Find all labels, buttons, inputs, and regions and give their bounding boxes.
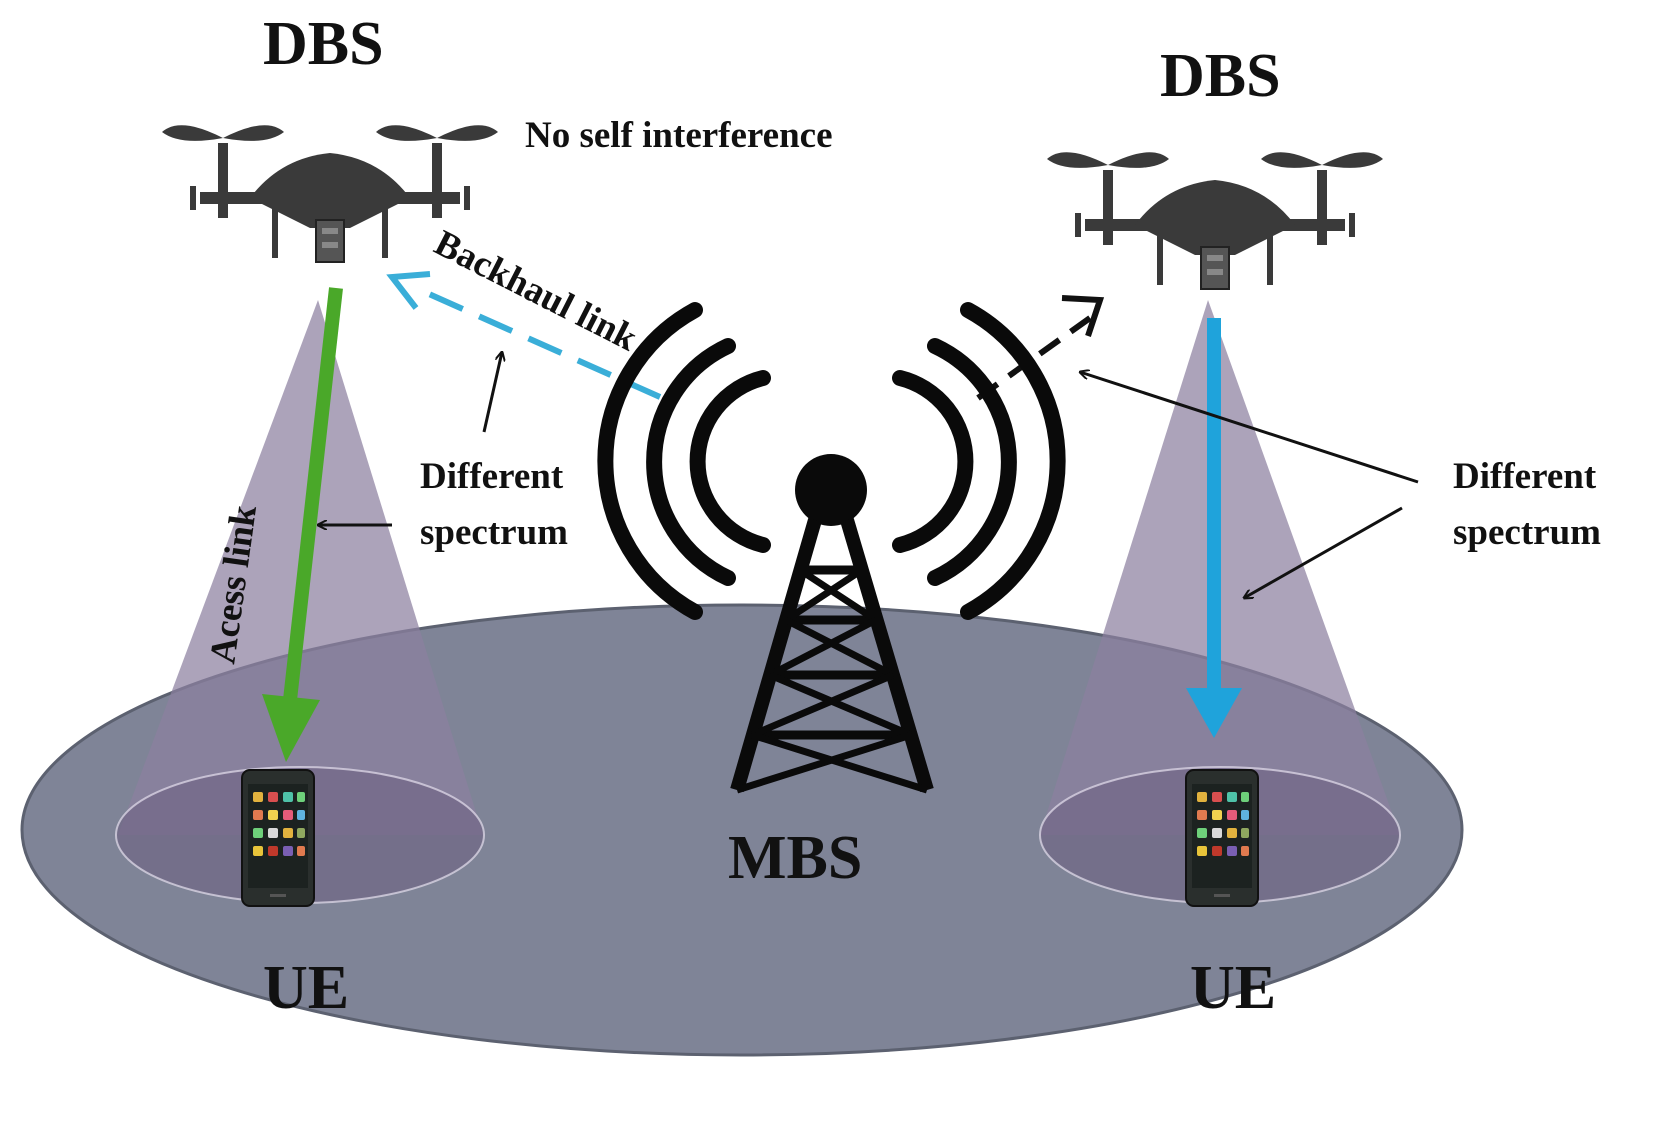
different-spectrum-left-line1: Different [420,456,564,497]
left-backhaul-link-arrow [386,271,662,400]
pointer-arrow-access-right [1244,506,1403,598]
left-ue-smartphone-icon [241,769,315,907]
pointer-arrow-backhaul-left [482,352,502,433]
dbs-right-label: DBS [1160,42,1281,110]
mbs-cell-tower-icon [597,302,1066,794]
different-spectrum-right-line1: Different [1453,456,1597,497]
dbs-left-label: DBS [263,10,384,78]
ue-right-label: UE [1190,954,1276,1022]
different-spectrum-right-line2: spectrum [1453,512,1601,553]
right-ue-smartphone-icon [1185,769,1259,907]
right-backhaul-link-arrow [976,295,1105,401]
right-access-link-arrow [1186,318,1242,738]
different-spectrum-left-line2: spectrum [420,512,568,553]
no-self-interference-label: No self interference [525,115,833,156]
pointer-arrow-backhaul-right [1080,372,1419,484]
left-access-link-arrow [262,287,343,762]
mbs-label: MBS [728,824,862,892]
ue-left-label: UE [263,954,349,1022]
right-dbs-quadcopter-icon [1046,151,1384,290]
